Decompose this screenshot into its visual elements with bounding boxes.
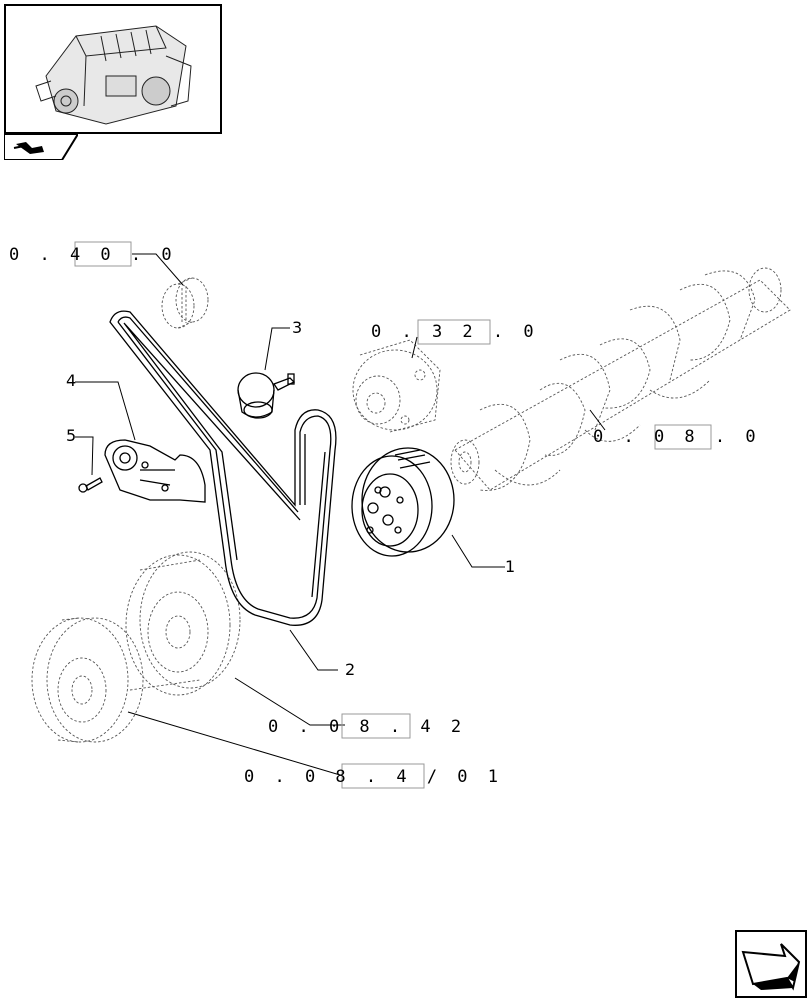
reference-080[interactable]: 0 . 0 8 . 0 bbox=[593, 427, 761, 447]
water-pump-reference-part bbox=[352, 339, 441, 433]
callout-1[interactable]: 1 bbox=[505, 557, 515, 576]
callout-3[interactable]: 3 bbox=[292, 318, 302, 337]
view-tab[interactable] bbox=[4, 134, 78, 160]
reference-boxes bbox=[74, 241, 712, 789]
reference-08401[interactable]: 0 . 0 8 . 4 / 0 1 bbox=[244, 767, 503, 787]
belt-tensioner[interactable] bbox=[104, 439, 206, 503]
reference-0842[interactable]: 0 . 0 8 . 4 2 bbox=[268, 717, 466, 737]
reference-032[interactable]: 0 . 3 2 . 0 bbox=[371, 322, 539, 342]
engine-thumbnail bbox=[4, 4, 222, 134]
callout-2[interactable]: 2 bbox=[345, 660, 355, 679]
callout-4[interactable]: 4 bbox=[66, 371, 76, 390]
engine-thumbnail-icon bbox=[35, 25, 192, 125]
callout-5[interactable]: 5 bbox=[66, 426, 76, 445]
next-page-arrow-icon bbox=[741, 943, 801, 991]
next-page-button[interactable] bbox=[735, 930, 807, 998]
crankshaft-reference-part bbox=[450, 267, 791, 491]
tensioner-bolt[interactable] bbox=[78, 477, 103, 493]
view-tab-icon bbox=[13, 142, 44, 154]
reference-040[interactable]: 0 . 4 0 . 0 bbox=[9, 245, 177, 265]
poly-v-belt[interactable] bbox=[109, 310, 337, 626]
leader-lines bbox=[75, 253, 606, 776]
vibration-damper-reference-part bbox=[125, 551, 241, 696]
idler-roller[interactable] bbox=[237, 372, 296, 419]
idler-pulley[interactable] bbox=[351, 447, 455, 557]
alternator-pulley-reference-part bbox=[161, 277, 209, 329]
crankshaft-pulley-reference-part bbox=[31, 617, 144, 743]
